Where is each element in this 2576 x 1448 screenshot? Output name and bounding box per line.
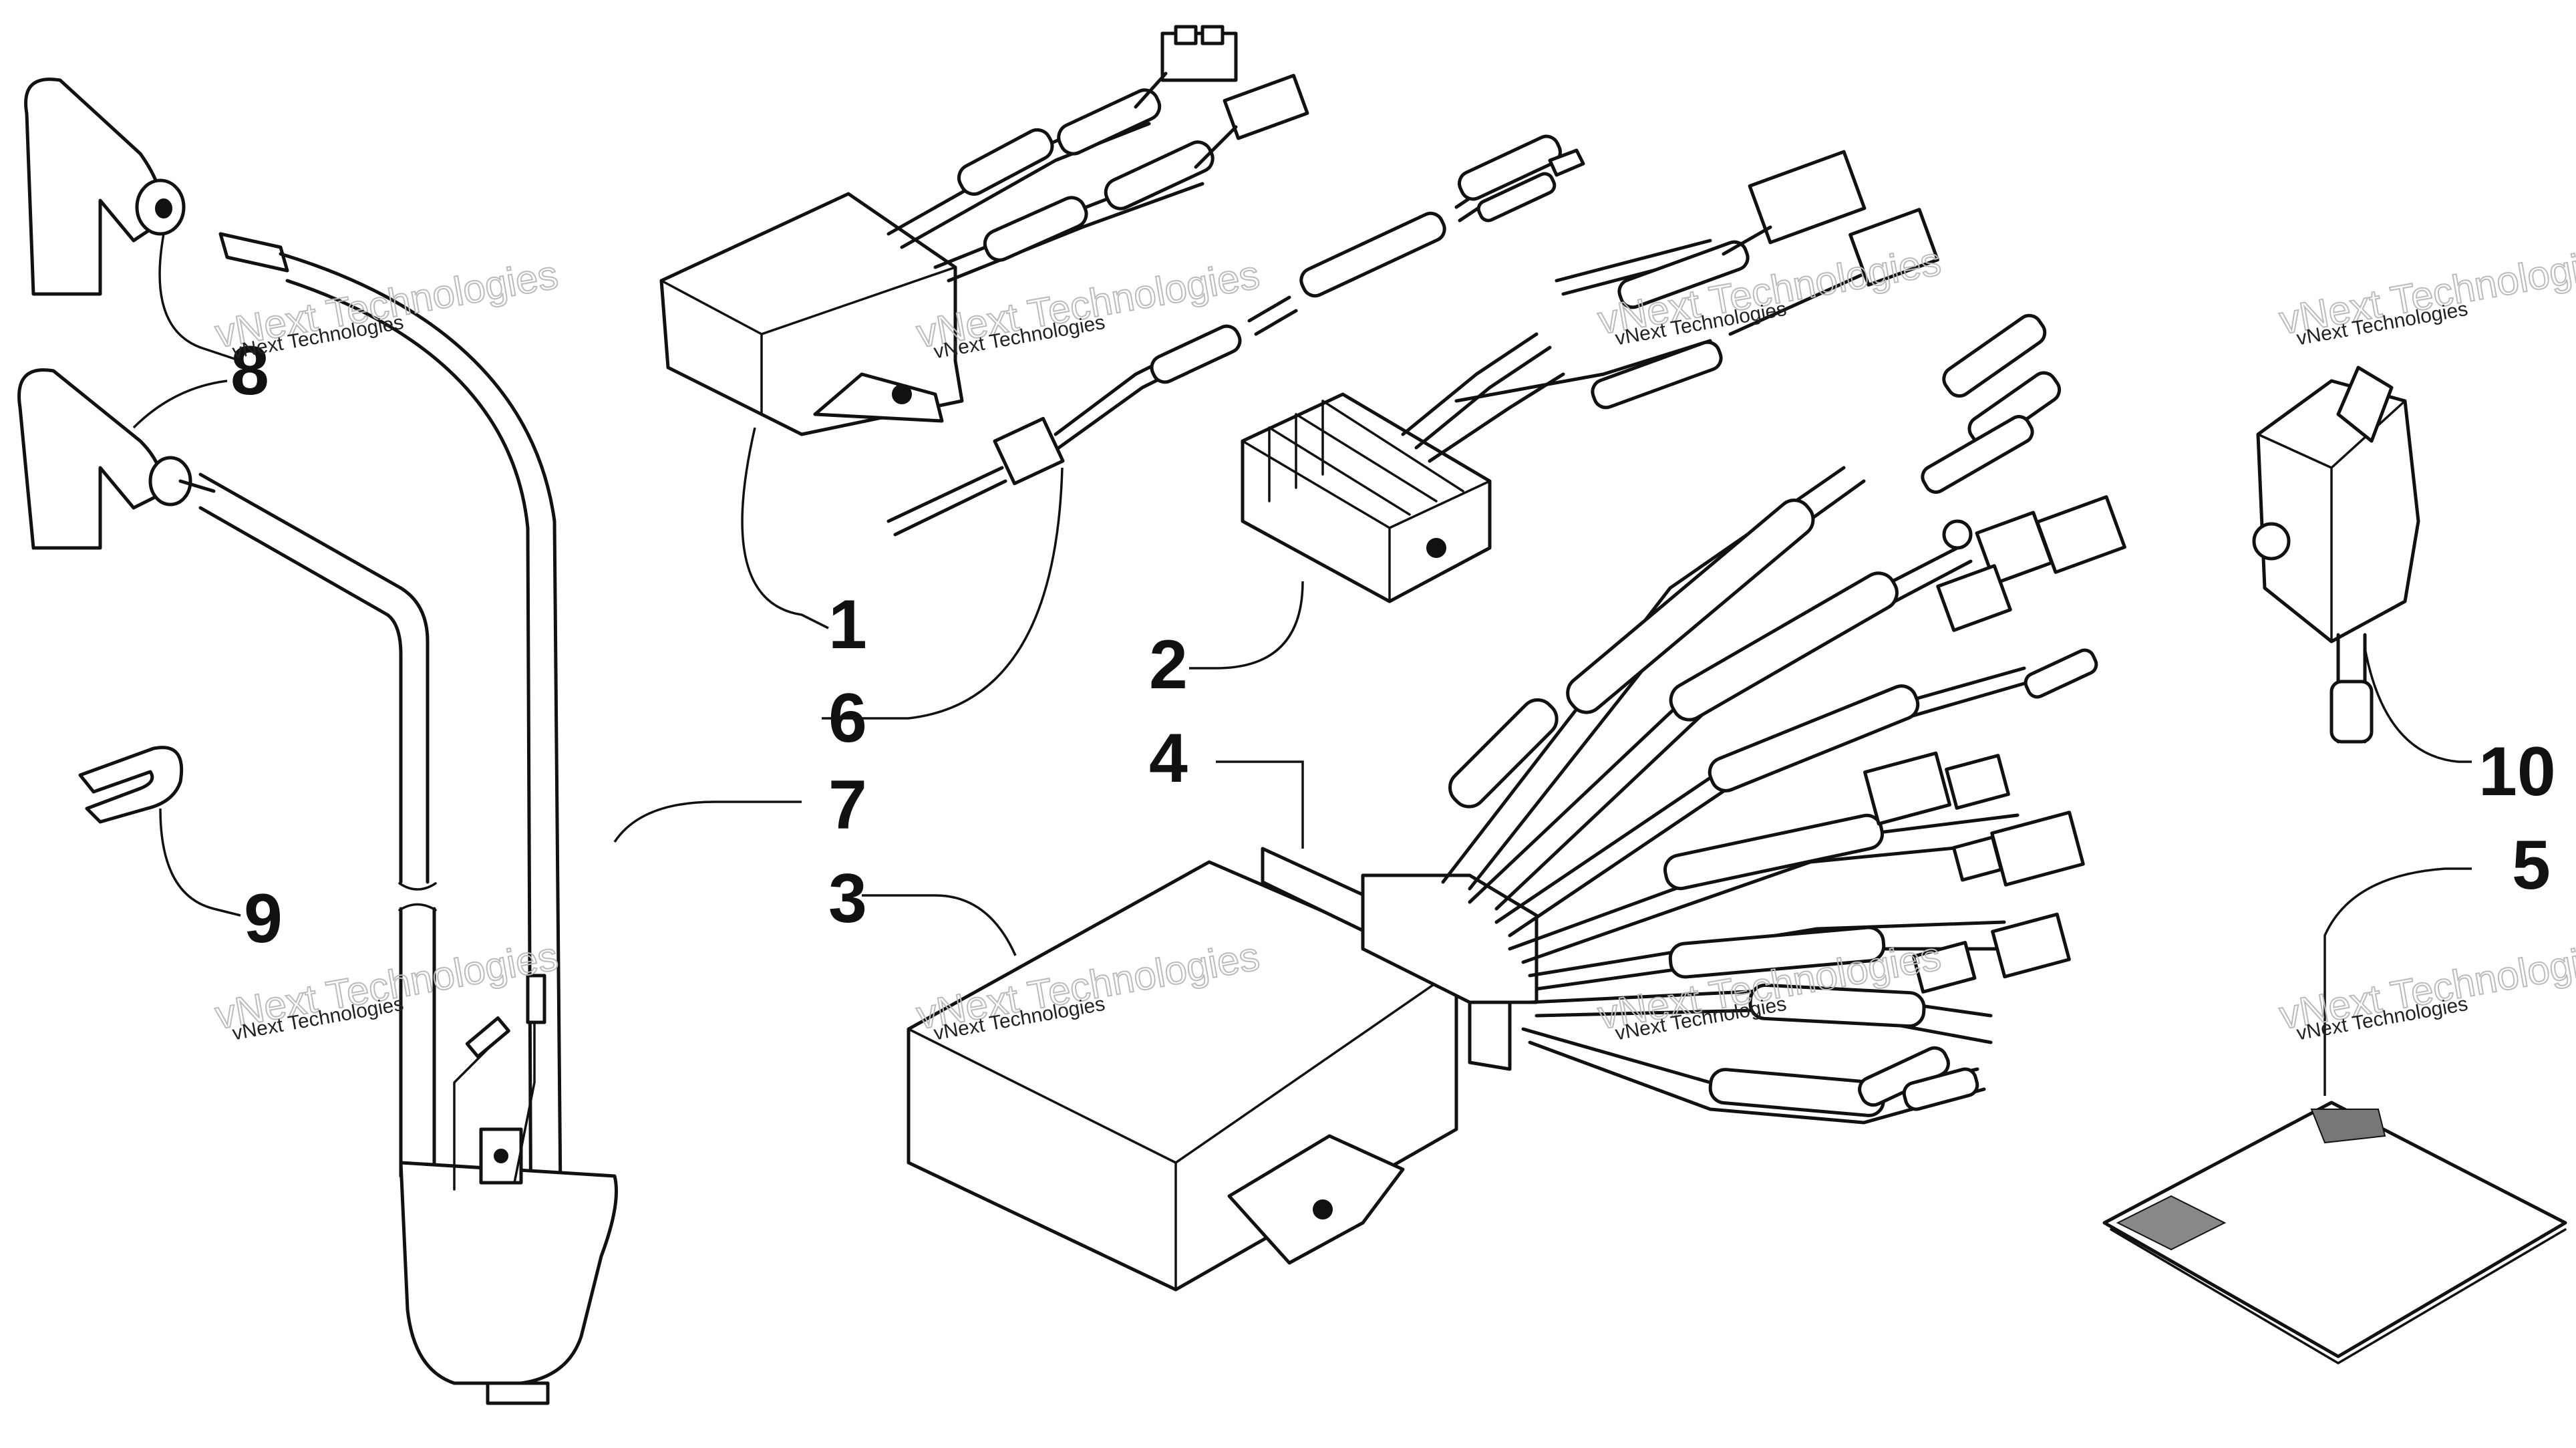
callout-9: 9	[244, 880, 283, 958]
ignition-coil-with-leads	[198, 232, 618, 1405]
callout-8: 8	[230, 332, 269, 410]
main-wiring-harness	[907, 313, 2126, 1292]
watermark: vNext Technologies vNext Technologies	[2275, 933, 2576, 1044]
temperature-sensor	[887, 134, 1585, 537]
clip	[78, 746, 184, 824]
relay-module	[2252, 366, 2420, 744]
voltage-regulator	[1241, 150, 1939, 603]
cdi-module	[659, 25, 1309, 436]
callout-7: 7	[828, 766, 867, 844]
callout-2: 2	[1149, 626, 1188, 704]
callout-6: 6	[828, 680, 867, 757]
callout-1: 1	[828, 586, 867, 664]
watermark: vNext Technologies vNext Technologies	[211, 251, 562, 363]
leader-lines	[132, 233, 2472, 1096]
callout-10: 10	[2478, 733, 2556, 811]
callout-5: 5	[2512, 827, 2551, 904]
callout-3: 3	[828, 860, 867, 937]
spark-plug-boots	[17, 78, 216, 550]
decal-sheet	[2102, 1101, 2567, 1364]
callout-labels: 1 2 3 4 5 6 7 8 9 10	[230, 332, 2556, 958]
callout-4: 4	[1149, 720, 1188, 797]
watermark: vNext Technologies vNext Technologies	[2275, 238, 2576, 349]
